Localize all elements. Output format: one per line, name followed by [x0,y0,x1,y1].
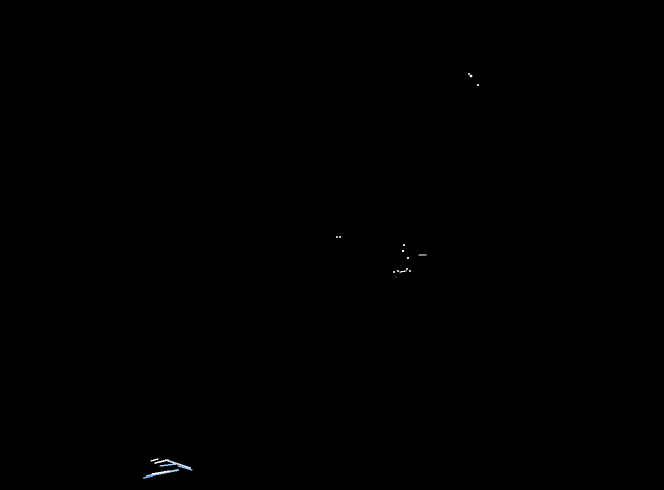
streak-faint-tip [177,465,193,471]
point-source-mid-cluster-top [403,244,405,246]
streak-mid-segment [159,463,177,467]
streak-upper-arc-outer [165,459,191,469]
streak-lower-streak-tail [143,475,153,479]
point-source-mid-cluster-lower [407,257,409,259]
point-source-center-pair-left [336,236,338,238]
point-source-arc-dot-b [397,270,399,272]
streak-short-dash-left [150,458,159,462]
point-source-upper-right-companion [468,73,470,75]
point-source-mid-cluster-upper [401,249,405,253]
point-source-arc-dot-e [395,276,397,278]
point-source-upper-right-lower [477,84,479,86]
point-source-arc-dot-c [406,268,408,270]
dash-arc-dash [399,270,407,273]
point-source-center-pair-right [339,236,341,238]
point-source-upper-right-primary [469,74,473,78]
streak-lower-streak-bright [151,470,171,475]
point-source-arc-dot-a [393,271,395,273]
point-source-arc-dot-d [409,270,411,272]
